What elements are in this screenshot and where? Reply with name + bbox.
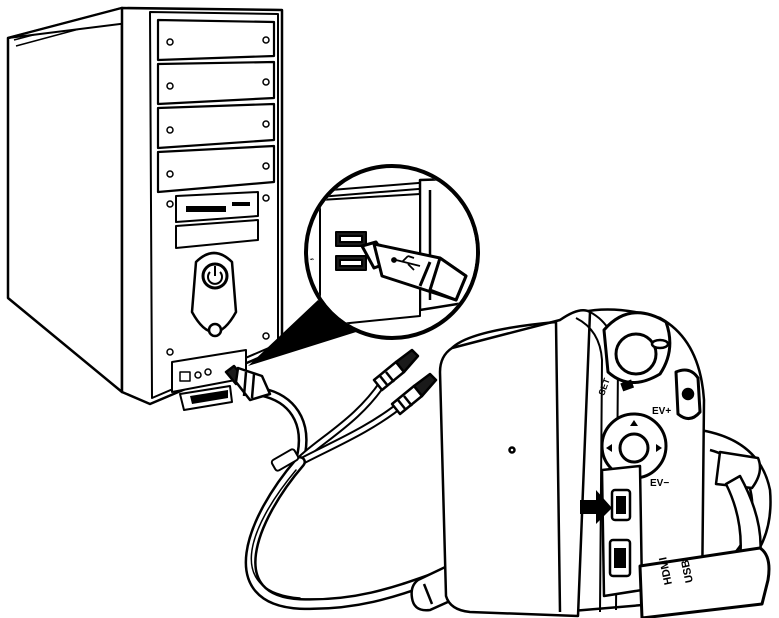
record-icon: [683, 389, 693, 399]
drive-bay-1: [158, 20, 274, 60]
tower-usb-plug: [226, 366, 270, 400]
drive-bay-3: [158, 104, 274, 148]
rca-plug-1: [374, 350, 418, 390]
mode-dial-cap: [616, 334, 656, 374]
rca-plug-2: [392, 374, 436, 414]
label-ev-plus: EV+: [652, 406, 671, 417]
reset-button: [209, 324, 221, 336]
camcorder: [440, 309, 771, 618]
tower-side-panel: [8, 8, 122, 392]
rca-plugs: [374, 350, 436, 414]
lcd-panel: [440, 310, 590, 616]
label-ev-minus: EV−: [650, 478, 669, 489]
nav-pad-center: [620, 434, 648, 462]
pc-tower: [8, 8, 282, 410]
drive-bay-2: [158, 62, 274, 104]
